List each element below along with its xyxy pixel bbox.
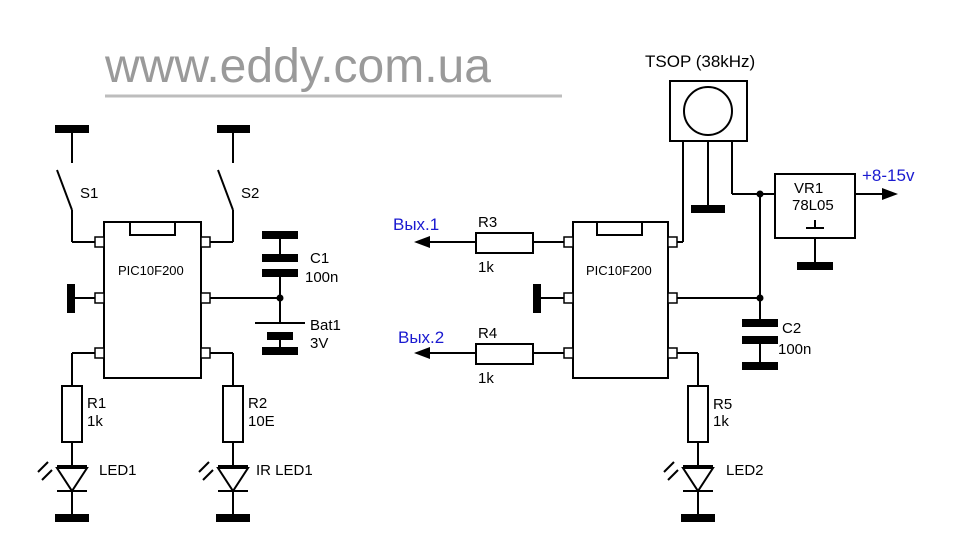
regulator-vr1: VR1 78L05 [774,173,856,270]
r4-value: 1k [478,370,494,387]
chip-label-left: PIC10F200 [118,263,184,278]
r5-name: R5 [713,396,732,413]
r2-value: 10E [248,413,275,430]
tsop-label: TSOP (38kHz) [645,52,755,71]
vr-value: 78L05 [792,197,834,214]
r3-value: 1k [478,259,494,276]
led-led2: LED2 [663,461,764,522]
c1-name: C1 [310,250,329,267]
led-ir-led1: IR LED1 [198,461,313,522]
resistor-r5: R5 1k [677,352,732,466]
out2-label: Вых.2 [398,328,444,347]
led1-label: LED1 [99,462,137,479]
r1-value: 1k [87,413,103,430]
r3-name: R3 [478,214,497,231]
switch-s1: S1 [55,125,98,243]
battery-bat1: Bat1 3V [255,317,341,355]
vr-name: VR1 [794,180,823,197]
irled-label: IR LED1 [256,462,313,479]
s1-label: S1 [80,185,98,202]
resistor-r2: R2 10E [210,352,275,466]
bat-name: Bat1 [310,317,341,334]
resistor-r3: R3 1k [414,214,564,276]
bat-value: 3V [310,335,328,352]
resistor-r1: R1 1k [61,352,106,466]
junction-c2 [756,294,764,302]
led-led1: LED1 [37,461,137,522]
watermark-text: www.eddy.com.ua [104,40,491,93]
tsop-sensor [669,80,748,242]
resistor-r4: R4 1k [414,325,564,387]
junction-left [276,294,284,302]
capacitor-c1: C1 100n [262,231,338,322]
supply-arrow [882,188,898,200]
supply-label: +8-15v [862,166,915,185]
c1-value: 100n [305,269,338,286]
r5-value: 1k [713,413,729,430]
switch-s2: S2 [208,125,259,243]
pic-chip-left: PIC10F200 [94,221,211,379]
left-circuit: S1 S2 PIC10F200 [37,125,341,522]
led2-label: LED2 [726,462,764,479]
chip-label-right: PIC10F200 [586,263,652,278]
out1-label: Вых.1 [393,215,439,234]
right-circuit: TSOP (38kHz) VR1 78L05 +8-15v [393,52,915,522]
capacitor-c2: C2 100n [742,319,811,370]
r2-name: R2 [248,395,267,412]
pic-chip-right: PIC10F200 [563,221,678,379]
r1-name: R1 [87,395,106,412]
r4-name: R4 [478,325,497,342]
s2-label: S2 [241,185,259,202]
c2-value: 100n [778,341,811,358]
c2-name: C2 [782,320,801,337]
